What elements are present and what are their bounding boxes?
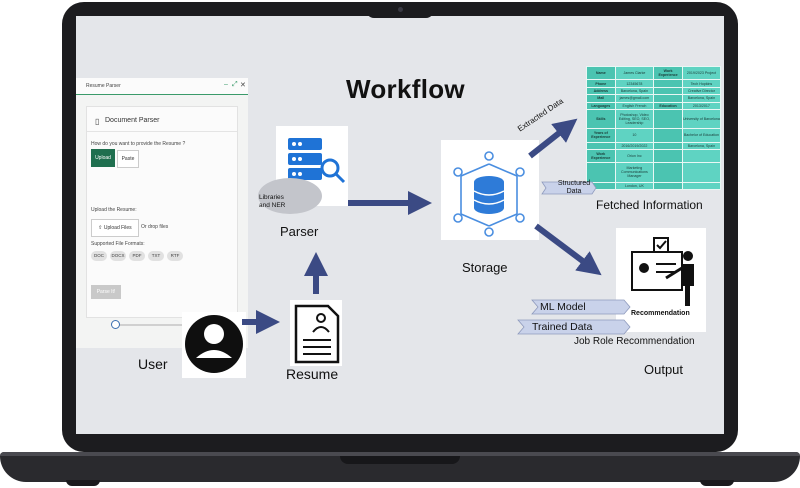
- laptop-foot: [66, 480, 100, 486]
- upload-files-button[interactable]: ⇧ Upload Files: [91, 219, 139, 237]
- laptop-foot: [700, 480, 734, 486]
- minimize-icon[interactable]: –: [224, 81, 228, 88]
- table-cell: [653, 162, 683, 183]
- panel-titlebar: Resume Parser – ⤢ ✕: [76, 78, 248, 95]
- resume-parser-panel: Resume Parser – ⤢ ✕ ▯ Document Parser Ho…: [76, 78, 248, 348]
- upload-files-label: Upload Files: [103, 225, 132, 231]
- table-cell: London, UK: [614, 181, 655, 191]
- format-chip: DOCX: [110, 251, 126, 261]
- table-cell: Skills: [586, 108, 616, 130]
- panel-heading: Document Parser: [105, 117, 160, 124]
- table-cell: 2013/2017: [681, 101, 722, 110]
- fetched-information-label: Fetched Information: [596, 198, 703, 212]
- format-chip: DOC: [91, 251, 107, 261]
- resume-label: Resume: [286, 366, 339, 382]
- user-label: User: [138, 356, 168, 372]
- table-cell: Work Experience: [653, 65, 683, 81]
- libraries-ellipse: [258, 178, 322, 214]
- recommendation-icon: [616, 228, 706, 332]
- table-cell: Orion Inc: [614, 148, 655, 164]
- format-chip: PDF: [129, 251, 145, 261]
- ml-model-label: ML Model: [540, 301, 586, 313]
- trained-data-tag: [517, 319, 631, 335]
- drop-files-text: Or drop files: [141, 224, 169, 230]
- server-search-icon: [258, 126, 348, 214]
- flow-arrows: [242, 118, 602, 334]
- formats-label: Supported File Formats:: [91, 241, 145, 247]
- storage-label: Storage: [462, 260, 508, 275]
- user-avatar-icon: [182, 312, 246, 378]
- question-label: How do you want to provide the Resume ?: [91, 141, 186, 147]
- laptop-hinge: [340, 456, 460, 464]
- format-chip: RTF: [167, 251, 183, 261]
- panel-card: ▯ Document Parser How do you want to pro…: [86, 106, 238, 318]
- table-cell: 2016/2019/2022: [614, 141, 655, 150]
- laptop-screen: Workflow Resume Parser – ⤢ ✕ ▯ Document …: [76, 16, 724, 434]
- panel-title: Resume Parser: [86, 83, 121, 89]
- table-cell: [653, 128, 683, 143]
- trained-data-label: Trained Data: [532, 321, 593, 333]
- database-network-icon: [441, 140, 539, 240]
- table-row: 2016/2019/2022 Barcelona, Spain: [586, 141, 722, 150]
- table-row: Marketing Communications Manager: [586, 162, 722, 183]
- table-cell: 2019/2023 Project: [681, 65, 722, 81]
- slider-handle[interactable]: [111, 320, 120, 329]
- upload-icon: ⇧: [98, 225, 103, 231]
- table-cell: [653, 108, 683, 130]
- parse-button[interactable]: Parse It!: [91, 285, 121, 299]
- parser-label: Parser: [280, 224, 319, 239]
- table-row: London, UK: [586, 181, 722, 191]
- table-cell: English French: [614, 101, 655, 110]
- table-cell: Barcelona, Spain: [681, 141, 722, 150]
- libraries-label: Libraries and NER: [259, 194, 286, 209]
- ml-model-tag: [531, 299, 631, 315]
- document-icon: ▯: [95, 117, 100, 126]
- laptop-base-edge: [0, 452, 800, 456]
- diagram-title: Workflow: [346, 74, 465, 104]
- camera-icon: [398, 7, 403, 12]
- table-cell: 10: [614, 128, 655, 143]
- recommendation-caption: Recommendation: [631, 310, 690, 317]
- table-cell: [681, 148, 722, 164]
- upload-label: Upload the Resume:: [91, 207, 137, 213]
- job-role-recommendation-label: Job Role Recommendation: [574, 336, 695, 347]
- close-icon[interactable]: ✕: [240, 82, 246, 89]
- workflow-graphics: [182, 118, 706, 378]
- format-chip: TXT: [148, 251, 164, 261]
- resume-document-icon: [290, 300, 342, 366]
- slider-track[interactable]: [114, 324, 214, 326]
- tab-upload[interactable]: Upload: [91, 149, 115, 167]
- table-cell: [681, 181, 722, 191]
- table-cell: University of Barcelona: [681, 108, 722, 130]
- tab-paste[interactable]: Paste: [117, 150, 139, 168]
- output-label: Output: [644, 362, 684, 377]
- expand-icon[interactable]: ⤢: [232, 81, 238, 88]
- divider: [87, 131, 237, 132]
- table-cell: Work Experience: [586, 148, 616, 164]
- structured-data-label: Structured Data: [557, 180, 591, 195]
- structured-data-tag: [541, 181, 597, 195]
